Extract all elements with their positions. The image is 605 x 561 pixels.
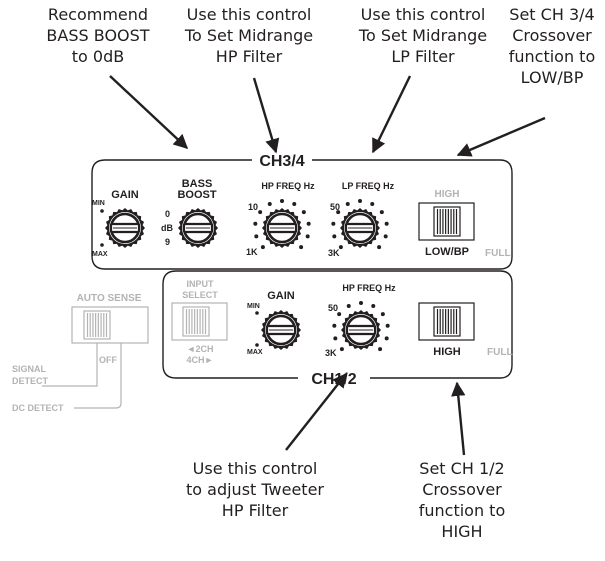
ch34-switch-high: HIGH: [435, 189, 460, 200]
ch12-bracket: [162, 270, 513, 379]
ch12-switch-high: HIGH: [433, 346, 461, 358]
ch34-gain-label: GAIN: [111, 189, 139, 201]
ch12-input-label-2: SELECT: [182, 290, 218, 300]
ch12-hp-freq-dial: [332, 301, 390, 352]
arrow-bass-boost: [109, 75, 189, 149]
ch34-lp-freq-dial: [331, 199, 389, 250]
ch12-title: CH1/2: [311, 371, 356, 388]
ch34-bass-zero: 0: [165, 209, 170, 219]
ch12-input-opt1: ◄2CH: [187, 344, 214, 354]
auto-sense-signal-line: [42, 343, 98, 387]
auto-sense-grip: [86, 313, 108, 337]
ch34-lp-freq-knob[interactable]: [340, 208, 380, 248]
ch12-input-label-1: INPUT: [187, 279, 215, 289]
arrow-midrange-lp: [371, 75, 412, 154]
callout-ch12-crossover: Set CH 1/2 Crossover function to HIGH: [418, 459, 506, 541]
ch34-bass-boost-knob[interactable]: [178, 208, 218, 248]
auto-sense-signal-2: DETECT: [12, 376, 49, 386]
ch34-gain-min-dot: [100, 209, 104, 213]
callout-midrange-lp: Use this control To Set Midrange LP Filt…: [358, 5, 488, 66]
ch12-gain-min: MIN: [247, 303, 260, 310]
auto-sense-label: AUTO SENSE: [77, 293, 142, 304]
ch12-hp-top: 50: [328, 303, 338, 313]
ch34-lp-label: LP FREQ Hz: [342, 181, 395, 191]
ch12-hp-label: HP FREQ Hz: [342, 283, 396, 293]
ch34-gain-max: MAX: [92, 251, 108, 258]
ch34-bass-label-1: BASS: [182, 178, 213, 190]
ch34-crossover-switch[interactable]: [418, 202, 475, 241]
callout-ch34-crossover: Set CH 3/4 Crossover function to LOW/BP: [508, 5, 596, 87]
arrow-ch12-switch: [451, 381, 466, 456]
ch34-hp-freq-dial: [253, 199, 311, 250]
auto-sense-dc-line: [74, 343, 122, 409]
ch34-gain-min: MIN: [92, 200, 105, 207]
ch34-switch-full: FULL: [485, 248, 511, 259]
ch34-bracket: [91, 159, 513, 270]
ch34-lp-top: 50: [330, 202, 340, 212]
ch34-gain-max-dot: [100, 243, 104, 247]
callout-bass-boost: Recommend BASS BOOST to 0dB: [46, 5, 150, 66]
auto-sense-dc: DC DETECT: [12, 403, 64, 413]
ch34-hp-freq-knob[interactable]: [262, 208, 302, 248]
auto-sense-signal-1: SIGNAL: [12, 364, 47, 374]
ch34-hp-bottom: 1K: [246, 247, 258, 257]
arrow-tweeter-hp: [285, 372, 347, 451]
arrow-midrange-hp: [252, 77, 280, 154]
ch12-switch-grip: [436, 309, 458, 334]
ch12-hp-freq-knob[interactable]: [341, 310, 381, 350]
arrow-ch34-switch: [456, 116, 546, 157]
callout-midrange-hp: Use this control To Set Midrange HP Filt…: [184, 5, 314, 66]
ch34-hp-top: 10: [248, 202, 258, 212]
ch12-crossover-switch[interactable]: [418, 302, 475, 341]
ch34-switch-lowbp: LOW/BP: [425, 246, 469, 258]
ch34-title: CH3/4: [259, 153, 304, 170]
ch34-hp-label: HP FREQ Hz: [261, 181, 315, 191]
ch12-switch-full: FULL: [487, 347, 513, 358]
callout-tweeter-hp: Use this control to adjust Tweeter HP Fi…: [186, 459, 324, 520]
auto-sense-switch[interactable]: [71, 306, 149, 344]
ch34-bass-label-2: BOOST: [177, 189, 216, 201]
ch34-bass-nine: 9: [165, 237, 170, 247]
ch12-gain-label: GAIN: [267, 290, 295, 302]
ch34-switch-grip: [436, 209, 458, 234]
auto-sense-off: OFF: [99, 355, 117, 365]
ch12-gain-min-dot: [255, 311, 259, 315]
ch12-gain-max: MAX: [247, 349, 263, 356]
ch12-hp-bottom: 3K: [325, 348, 337, 358]
ch12-gain-max-dot: [255, 343, 259, 347]
ch12-input-grip: [185, 309, 207, 334]
ch12-gain-knob[interactable]: [261, 310, 301, 350]
ch34-lp-bottom: 3K: [328, 248, 340, 258]
ch34-gain-knob[interactable]: [105, 208, 145, 248]
ch12-input-opt2: 4CH►: [187, 355, 214, 365]
ch34-bass-db: dB: [161, 223, 173, 233]
